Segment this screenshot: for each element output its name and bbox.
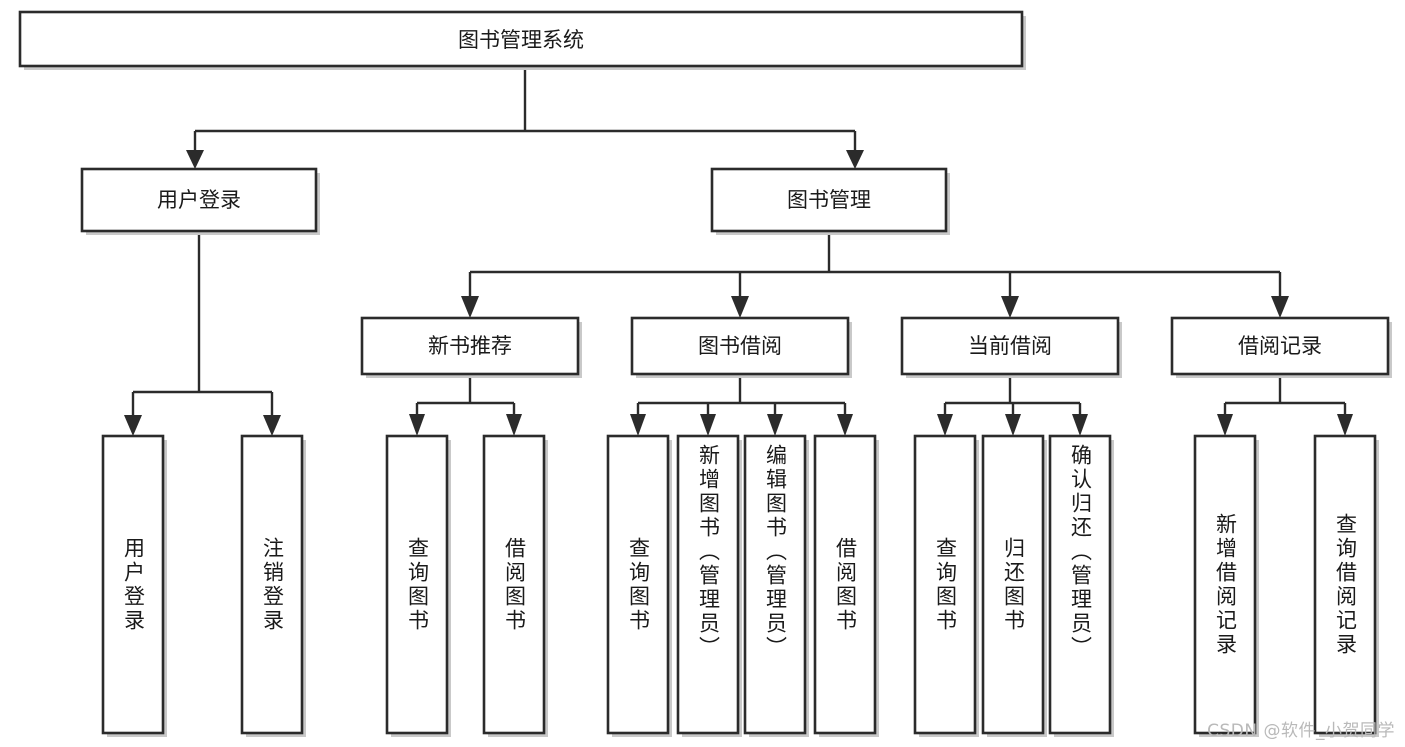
connector-bookborrow-to-leaves [630,374,853,436]
leaf-borrow-book-2[interactable] [813,434,879,737]
connector-currentborrow-to-leaves [937,374,1088,436]
node-user-login[interactable]: 用户登录 [80,167,320,235]
node-borrow-record[interactable]: 借阅记录 [1170,316,1392,378]
leaf-return-book[interactable] [981,434,1047,737]
node-book-management[interactable]: 图书管理 [710,167,950,235]
leaf-logout[interactable] [240,434,306,737]
node-root-label: 图书管理系统 [458,28,584,52]
leaf-user-login[interactable] [101,434,167,737]
node-current-borrow[interactable]: 当前借阅 [900,316,1122,378]
node-user-login-label: 用户登录 [157,188,241,212]
leaf-confirm-return[interactable] [1048,434,1114,737]
node-new-book-recommend-label: 新书推荐 [428,334,512,358]
leaf-add-book[interactable] [676,434,742,737]
connector-root-to-level2 [186,66,864,169]
node-book-management-label: 图书管理 [787,188,871,212]
leaf-borrow-book-1[interactable] [482,434,548,737]
leaf-add-record[interactable] [1193,434,1259,737]
node-borrow-record-label: 借阅记录 [1238,334,1322,358]
node-book-borrow-label: 图书借阅 [698,334,782,358]
connector-borrowrecord-to-leaves [1217,374,1353,436]
connector-newbook-to-leaves [409,374,522,436]
node-root[interactable]: 图书管理系统 [18,10,1026,70]
node-book-borrow[interactable]: 图书借阅 [630,316,852,378]
node-new-book-recommend[interactable]: 新书推荐 [360,316,582,378]
watermark-text: CSDN @软件_小贺同学 [1207,721,1395,741]
node-current-borrow-label: 当前借阅 [968,334,1052,358]
leaf-query-book-3[interactable] [913,434,979,737]
leaf-query-book-1[interactable] [385,434,451,737]
leaf-edit-book[interactable] [743,434,809,737]
leaf-query-record[interactable] [1313,434,1379,737]
connector-bookmgmt-to-level3 [461,232,1289,318]
leaf-query-book-2[interactable] [606,434,672,737]
connector-userlogin-to-leaves [124,232,281,436]
